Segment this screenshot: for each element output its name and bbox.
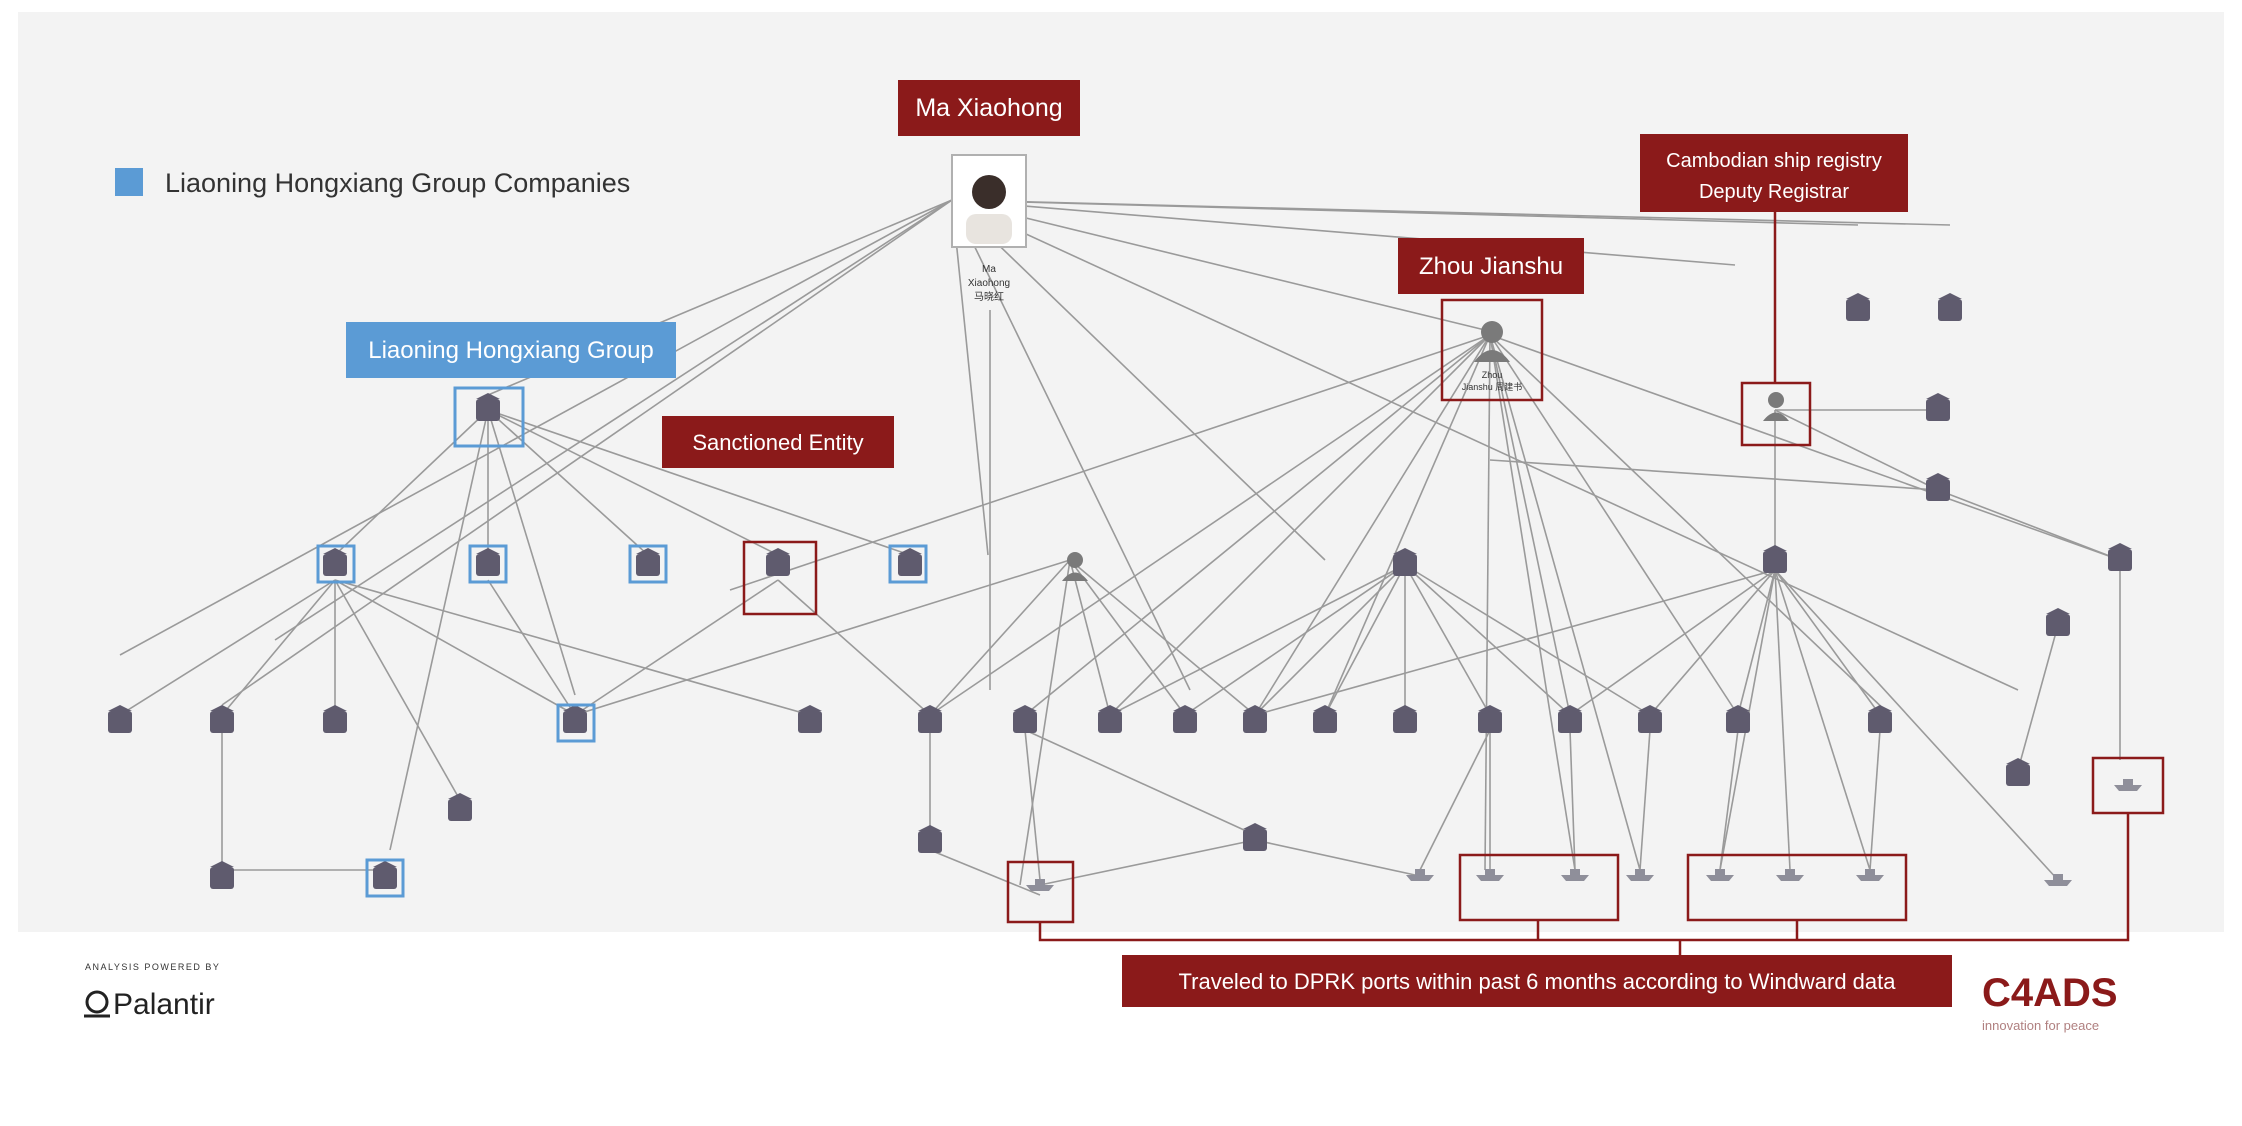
company-node-icon <box>2006 758 2030 786</box>
company-node-icon <box>1243 705 1267 733</box>
company-node-icon <box>766 548 790 576</box>
company-node-icon <box>476 393 500 421</box>
ma-xiaohong-head <box>972 175 1006 209</box>
callout-zhou-jianshu: Zhou Jianshu <box>1398 238 1584 294</box>
company-node-icon <box>1846 293 1870 321</box>
company-node-icon <box>1393 548 1417 576</box>
company-node-icon <box>1638 705 1662 733</box>
svg-text:Traveled to DPRK ports within: Traveled to DPRK ports within past 6 mon… <box>1179 969 1897 994</box>
svg-text:Liaoning Hongxiang Group: Liaoning Hongxiang Group <box>368 337 654 364</box>
company-node-icon <box>210 705 234 733</box>
company-node-icon <box>563 705 587 733</box>
callout-liaoning-group: Liaoning Hongxiang Group <box>346 322 676 378</box>
vessel-node-icon <box>2114 779 2142 791</box>
company-node-icon <box>1763 545 1787 573</box>
deputy-registrar-person-icon <box>1763 392 1789 421</box>
company-node-icon <box>636 548 660 576</box>
company-nodes <box>108 293 2132 889</box>
vessel-node-icon <box>1476 869 1504 881</box>
svg-text:马晓红: 马晓红 <box>974 290 1004 303</box>
company-node-icon <box>2046 608 2070 636</box>
powered-by-text: ANALYSIS POWERED BY <box>85 962 220 972</box>
legend-swatch <box>115 168 143 196</box>
svg-text:C4ADS: C4ADS <box>1982 971 2118 1015</box>
zhou-jianshu-person-icon <box>1474 321 1510 362</box>
company-node-icon <box>2108 543 2132 571</box>
svg-text:Palantir: Palantir <box>113 988 215 1021</box>
svg-text:Zhou: Zhou <box>1482 370 1503 380</box>
svg-text:Deputy Registrar: Deputy Registrar <box>1699 181 1849 203</box>
individual-person-icon <box>1062 552 1088 581</box>
vessel-node-icon <box>1706 869 1734 881</box>
svg-text:Sanctioned Entity: Sanctioned Entity <box>692 430 863 455</box>
vessel-node-icon <box>1776 869 1804 881</box>
callout-dprk-travel: Traveled to DPRK ports within past 6 mon… <box>1122 955 1952 1007</box>
c4ads-logo: C4ADS innovation for peace <box>1982 971 2118 1033</box>
vessel-node-icon <box>1856 869 1884 881</box>
callout-cambodian-registry: Cambodian ship registry Deputy Registrar <box>1640 134 1908 212</box>
callout-connectors <box>1038 212 2130 955</box>
legend-label: Liaoning Hongxiang Group Companies <box>165 168 630 198</box>
vessel-node-icon <box>1626 869 1654 881</box>
callout-ma-xiaohong: Ma Xiaohong <box>898 80 1080 136</box>
company-node-icon <box>898 548 922 576</box>
company-node-icon <box>1926 473 1950 501</box>
company-node-icon <box>323 548 347 576</box>
svg-text:Zhou Jianshu: Zhou Jianshu <box>1419 253 1563 280</box>
company-node-icon <box>1926 393 1950 421</box>
company-node-icon <box>1393 705 1417 733</box>
vessel-node-icon <box>2044 874 2072 886</box>
svg-text:Cambodian ship registry: Cambodian ship registry <box>1666 150 1882 172</box>
company-node-icon <box>476 548 500 576</box>
vessel-nodes <box>1026 779 2142 891</box>
group-company-frames <box>316 386 928 898</box>
company-node-icon <box>1243 823 1267 851</box>
svg-text:Ma: Ma <box>982 264 996 275</box>
company-node-icon <box>448 793 472 821</box>
company-node-icon <box>1478 705 1502 733</box>
company-node-icon <box>210 861 234 889</box>
company-node-icon <box>1313 705 1337 733</box>
company-node-icon <box>1173 705 1197 733</box>
company-node-icon <box>1098 705 1122 733</box>
svg-text:Jianshu 周建书: Jianshu 周建书 <box>1462 381 1523 392</box>
company-node-icon <box>1868 705 1892 733</box>
company-node-icon <box>918 705 942 733</box>
company-node-icon <box>373 861 397 889</box>
svg-text:Xiaohong: Xiaohong <box>968 278 1010 289</box>
svg-text:Ma Xiaohong: Ma Xiaohong <box>915 94 1062 122</box>
vessel-node-icon <box>1026 879 1054 891</box>
company-node-icon <box>1938 293 1962 321</box>
company-node-icon <box>1013 705 1037 733</box>
company-node-icon <box>1558 705 1582 733</box>
vessel-node-icon <box>1561 869 1589 881</box>
palantir-logo: Palantir <box>84 988 215 1021</box>
company-node-icon <box>323 705 347 733</box>
company-node-icon <box>1726 705 1750 733</box>
relationship-edges <box>119 199 2121 896</box>
zhou-jianshu-highlight <box>1440 298 1544 402</box>
sanctioned-entity-frame <box>742 540 818 616</box>
company-node-icon <box>798 705 822 733</box>
svg-text:innovation for peace: innovation for peace <box>1982 1018 2099 1033</box>
company-node-icon <box>108 705 132 733</box>
company-node-icon <box>918 825 942 853</box>
callout-sanctioned-entity: Sanctioned Entity <box>662 416 894 468</box>
vessel-node-icon <box>1406 869 1434 881</box>
